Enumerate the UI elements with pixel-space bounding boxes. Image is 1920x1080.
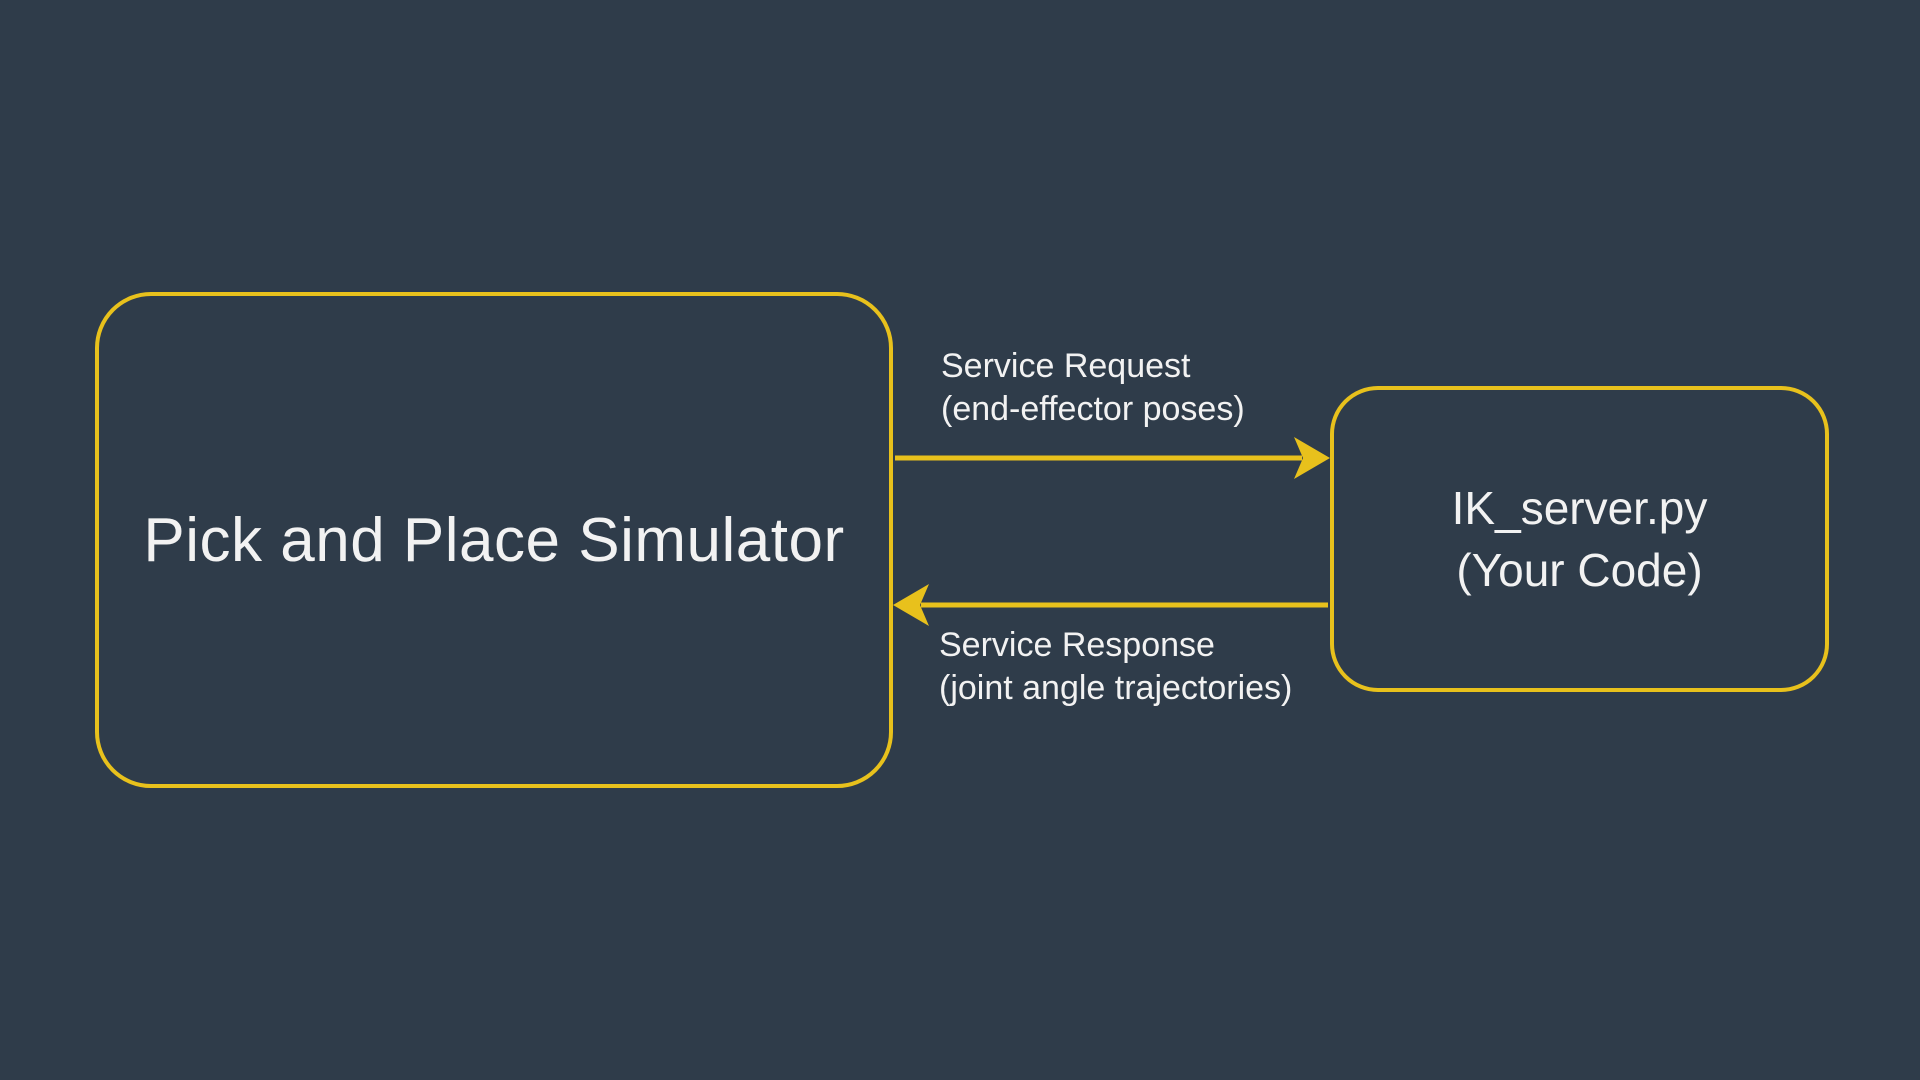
service-response-label-line1: Service Response	[939, 626, 1215, 664]
ik-server-node-label-line1: IK_server.py	[1451, 482, 1708, 534]
service-response-label-line2: (joint angle trajectories)	[939, 669, 1293, 707]
service-request-arrowhead-icon	[1294, 437, 1330, 479]
service-response-label: Service Response (joint angle trajectori…	[939, 624, 1292, 710]
service-request-arrow	[895, 437, 1330, 479]
service-response-arrow	[893, 584, 1328, 626]
service-request-label-line2: (end-effector poses)	[941, 390, 1245, 428]
simulator-node-label: Pick and Place Simulator	[143, 505, 845, 575]
service-request-label: Service Request (end-effector poses)	[941, 345, 1245, 431]
simulator-node: Pick and Place Simulator	[95, 292, 893, 788]
ik-server-node-label: IK_server.py (Your Code)	[1452, 477, 1708, 601]
ik-server-node-label-line2: (Your Code)	[1456, 544, 1703, 596]
ik-server-node: IK_server.py (Your Code)	[1330, 386, 1829, 692]
service-request-label-line1: Service Request	[941, 347, 1191, 385]
service-response-arrowhead-icon	[893, 584, 929, 626]
